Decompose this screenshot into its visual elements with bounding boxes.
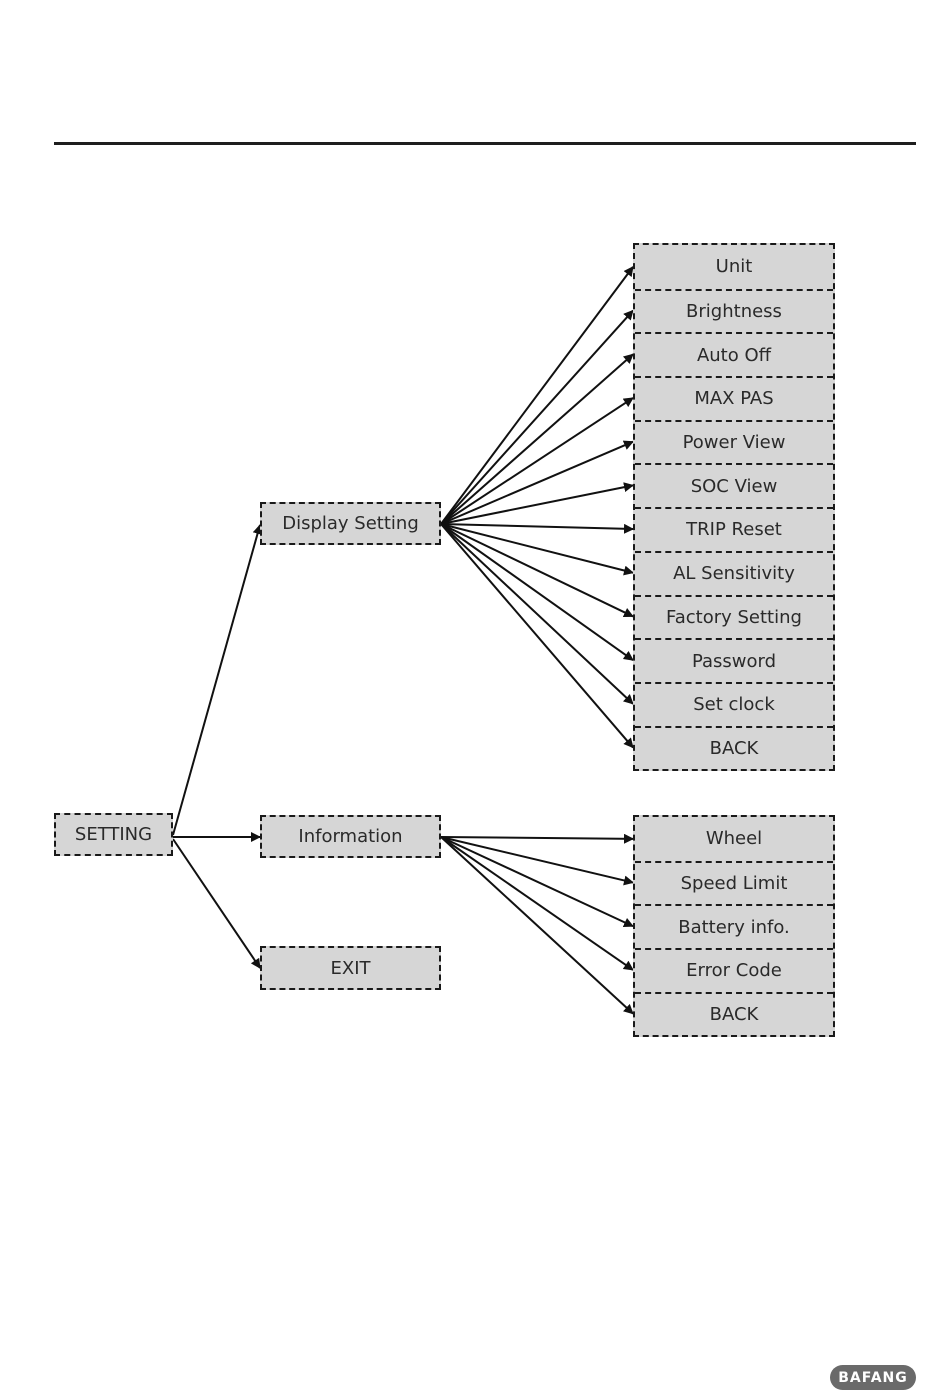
arrow-display-to-child <box>441 524 633 748</box>
display-setting-node[interactable]: Display Setting <box>260 502 441 545</box>
menu-item-battery-info[interactable]: Battery info. <box>635 904 833 948</box>
menu-item-trip-reset[interactable]: TRIP Reset <box>635 507 833 551</box>
menu-item-password[interactable]: Password <box>635 638 833 682</box>
exit-node[interactable]: EXIT <box>260 946 441 990</box>
menu-item-al-sensitivity[interactable]: AL Sensitivity <box>635 551 833 595</box>
menu-item-back[interactable]: BACK <box>635 726 833 770</box>
menu-item-wheel[interactable]: Wheel <box>635 817 833 861</box>
information-submenu: Wheel Speed Limit Battery info. Error Co… <box>633 815 835 1037</box>
menu-item-error-code[interactable]: Error Code <box>635 948 833 992</box>
menu-item-max-pas[interactable]: MAX PAS <box>635 376 833 420</box>
arrow-display-to-child <box>441 524 633 616</box>
menu-item-unit[interactable]: Unit <box>635 245 833 289</box>
information-node[interactable]: Information <box>260 815 441 858</box>
arrow-display-to-child <box>441 354 633 524</box>
menu-item-soc-view[interactable]: SOC View <box>635 463 833 507</box>
arrow-display-to-child <box>441 524 633 573</box>
menu-item-info-back[interactable]: BACK <box>635 992 833 1036</box>
menu-item-auto-off[interactable]: Auto Off <box>635 332 833 376</box>
arrow-information-to-child <box>441 837 633 1014</box>
bafang-logo: BAFANG <box>830 1365 916 1390</box>
arrow-display-to-child <box>441 524 633 704</box>
menu-item-power-view[interactable]: Power View <box>635 420 833 464</box>
arrow-information-to-child <box>441 837 633 883</box>
menu-item-factory-setting[interactable]: Factory Setting <box>635 595 833 639</box>
display-setting-submenu: Unit Brightness Auto Off MAX PAS Power V… <box>633 243 835 771</box>
arrow-information-to-child <box>441 837 633 839</box>
menu-item-brightness[interactable]: Brightness <box>635 289 833 333</box>
arrow-display-to-child <box>441 442 633 524</box>
arrow-display-to-child <box>441 524 633 529</box>
arrow-information-to-child <box>441 837 633 970</box>
setting-node[interactable]: SETTING <box>54 813 173 856</box>
arrow-display-to-child <box>441 267 633 524</box>
arrow-setting-to-display <box>173 525 260 835</box>
arrow-setting-to-exit <box>173 839 260 968</box>
arrow-information-to-child <box>441 837 633 926</box>
menu-item-set-clock[interactable]: Set clock <box>635 682 833 726</box>
arrow-display-to-child <box>441 524 633 660</box>
menu-item-speed-limit[interactable]: Speed Limit <box>635 861 833 905</box>
